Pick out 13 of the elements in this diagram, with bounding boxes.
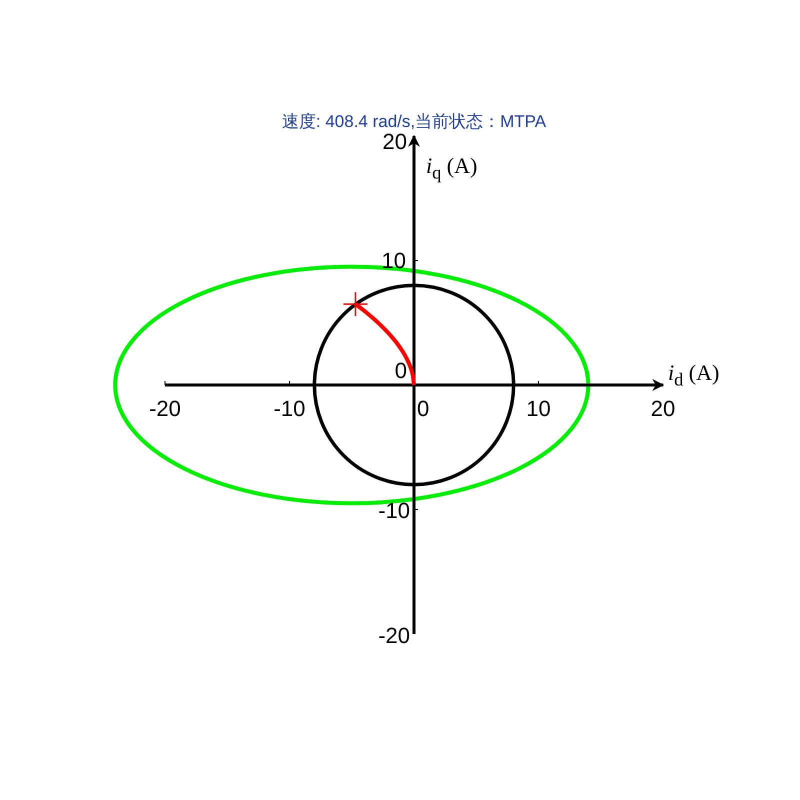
tick-label: 20 [650, 398, 676, 420]
tick-label: -20 [149, 398, 181, 420]
tick-label: 10 [382, 250, 406, 272]
tick-label: -20 [378, 625, 410, 647]
tick-label: -10 [378, 500, 410, 522]
chart-title: 速度: 408.4 rad/s,当前状态：MTPA [280, 113, 548, 132]
tick-label: 0 [394, 360, 407, 382]
axis-label: i$_{d}$ (A) [668, 362, 720, 389]
tick-label: 20 [382, 131, 407, 153]
tick-label: 10 [526, 398, 551, 420]
axis-label: i$_{q}$ (A) [426, 155, 478, 182]
tick-label: 0 [417, 398, 430, 420]
tick-label: -10 [274, 398, 306, 420]
